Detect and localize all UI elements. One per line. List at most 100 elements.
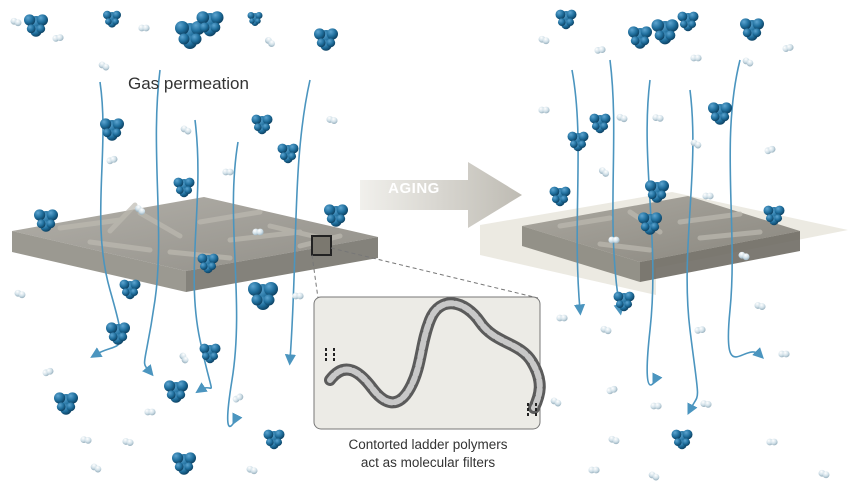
flow-line	[90, 81, 122, 358]
blue-cluster-molecule-icon	[638, 212, 663, 235]
zoom-line-right	[330, 247, 539, 299]
blue-cluster-molecule-icon	[199, 343, 221, 364]
polymer-caption: Contorted ladder polymers act as molecul…	[318, 436, 538, 472]
light-dimer-molecule-icon	[98, 61, 110, 71]
blue-cluster-molecule-icon	[277, 143, 299, 164]
light-dimer-molecule-icon	[754, 302, 766, 310]
blue-cluster-molecule-icon	[172, 452, 196, 475]
aged-membrane-side	[640, 231, 800, 282]
light-dimer-molecule-icon	[588, 466, 600, 474]
gas-permeation-label: Gas permeation	[128, 74, 249, 93]
blue-cluster-molecule-icon	[164, 380, 188, 403]
blue-cluster-molecule-icon	[613, 291, 635, 312]
blue-cluster-molecule-icon	[100, 118, 124, 141]
light-dimer-molecule-icon	[246, 465, 258, 475]
light-dimer-molecule-icon	[778, 350, 790, 358]
light-dimer-molecule-icon	[42, 367, 54, 377]
light-dimer-molecule-icon	[600, 325, 612, 335]
blue-cluster-molecule-icon	[651, 19, 679, 45]
light-dimer-molecule-icon	[818, 469, 830, 479]
light-dimer-molecule-icon	[122, 438, 134, 446]
blue-cluster-molecule-icon	[671, 429, 693, 450]
light-dimer-molecule-icon	[650, 402, 662, 410]
light-dimer-molecule-icon	[606, 385, 618, 395]
aging-label: AGING	[388, 180, 440, 197]
light-dimer-molecule-icon	[690, 139, 702, 149]
blue-cluster-molecule-icon	[589, 113, 611, 134]
light-dimer-molecule-icon	[538, 106, 550, 114]
blue-cluster-molecule-icon	[549, 186, 571, 207]
aged-membrane	[480, 192, 848, 295]
light-dimer-molecule-icon	[252, 228, 264, 236]
light-dimer-molecule-icon	[598, 167, 610, 177]
light-dimer-molecule-icon	[700, 400, 712, 408]
blue-cluster-molecule-icon	[196, 11, 224, 37]
light-dimer-molecule-icon	[90, 463, 102, 473]
aging-arrow-icon	[360, 162, 522, 228]
light-dimer-molecule-icon	[232, 393, 244, 403]
flow-line	[727, 59, 764, 359]
blue-cluster-molecule-icon	[173, 177, 195, 198]
blue-cluster-molecule-icon	[628, 26, 653, 49]
light-dimer-molecule-icon	[764, 145, 776, 155]
blue-cluster-molecule-icon	[197, 253, 219, 274]
blue-cluster-molecule-icon	[175, 21, 205, 49]
zoom-line-left	[311, 254, 319, 299]
blue-cluster-molecule-icon	[555, 9, 577, 30]
light-dimer-molecule-icon	[652, 114, 664, 122]
flow-line	[142, 69, 161, 377]
light-dimer-molecule-icon	[14, 289, 26, 299]
light-dimer-molecule-icon	[52, 34, 64, 42]
light-dimer-molecule-icon	[538, 35, 550, 45]
blue-cluster-molecule-icon	[24, 14, 49, 37]
blue-cluster-molecule-icon	[708, 102, 733, 125]
blue-cluster-molecule-icon	[248, 282, 278, 310]
light-dimer-molecule-icon	[648, 471, 660, 481]
light-dimer-molecule-icon	[10, 17, 22, 27]
blue-cluster-molecule-icon	[34, 209, 59, 232]
blue-cluster-molecule-icon	[740, 18, 765, 41]
blue-cluster-molecule-icon	[645, 180, 670, 203]
light-dimer-molecule-icon	[550, 397, 562, 407]
flow-line	[284, 79, 311, 366]
light-dimer-molecule-icon	[608, 236, 620, 244]
blue-cluster-molecule-icon	[263, 429, 285, 450]
aged-membrane-front	[522, 226, 640, 282]
polymer-inset	[313, 296, 546, 430]
light-dimer-molecule-icon	[738, 251, 750, 261]
blue-cluster-molecule-icon	[314, 28, 338, 51]
fresh-membrane-front	[12, 231, 186, 292]
light-dimer-molecule-icon	[292, 292, 304, 300]
flow-lines	[90, 59, 764, 428]
blue-cluster-molecule-icon	[324, 204, 348, 227]
light-dimer-molecule-icon	[690, 54, 702, 62]
flow-line	[646, 79, 663, 386]
light-dimer-molecule-icon	[616, 113, 628, 123]
light-dimer-molecule-icon	[594, 46, 606, 54]
blue-cluster-molecule-icon	[54, 392, 78, 415]
blue-cluster-molecule-icon	[106, 322, 130, 345]
light-dimer-molecule-icon	[144, 408, 156, 416]
light-dimer-molecule-icon	[222, 168, 234, 176]
light-dimer-molecule-icon	[742, 57, 754, 67]
flow-line	[686, 89, 699, 416]
blue-cluster-molecule-icon	[119, 279, 141, 300]
light-dimer-molecule-icon	[556, 314, 568, 322]
molecules	[10, 9, 830, 481]
flow-line	[193, 119, 212, 394]
flow-line	[609, 59, 625, 316]
caption-line-1: Contorted ladder polymers	[348, 437, 508, 452]
blue-cluster-molecule-icon	[677, 11, 699, 32]
blue-cluster-molecule-icon	[763, 205, 785, 226]
light-dimer-molecule-icon	[80, 436, 92, 444]
light-dimer-molecule-icon	[608, 435, 620, 445]
light-dimer-molecule-icon	[766, 438, 778, 446]
blue-cluster-molecule-icon	[251, 114, 273, 135]
light-dimer-molecule-icon	[326, 116, 338, 124]
light-dimer-molecule-icon	[138, 24, 150, 32]
blue-cluster-molecule-icon	[247, 12, 263, 26]
zoom-square	[311, 235, 332, 256]
light-dimer-molecule-icon	[782, 44, 794, 52]
